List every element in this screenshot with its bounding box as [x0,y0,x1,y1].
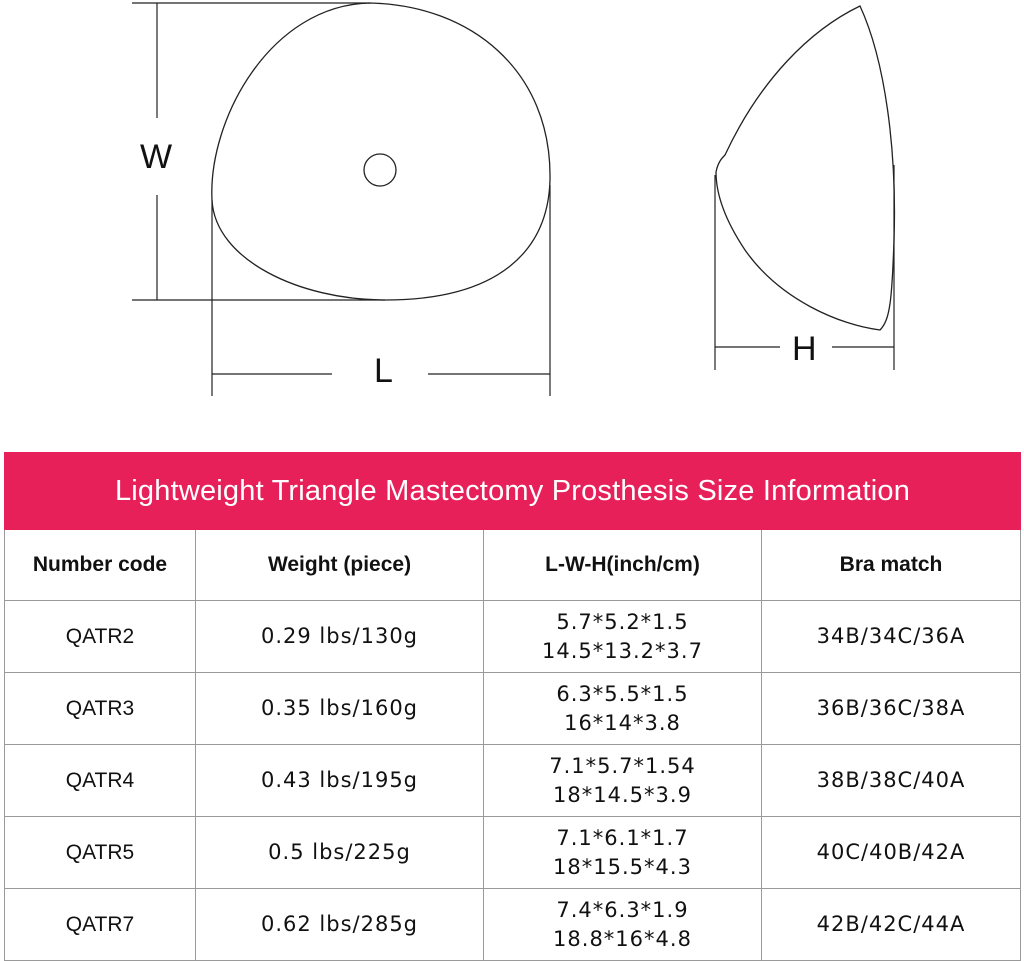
cell-bra-match: 36B/36C/38A [760,672,1022,745]
table-row: QATR7 0.62 lbs/285g 7.4*6.3*1.9 18.8*16*… [4,888,1022,961]
cell-dimensions: 7.1*5.7*1.54 18*14.5*3.9 [483,744,762,817]
height-dimension [714,165,895,370]
cell-bra-match: 34B/34C/36A [760,600,1022,673]
cell-weight: 0.43 lbs/195g [195,744,484,817]
length-label: L [374,352,393,390]
cell-bra-match: 42B/42C/44A [760,888,1022,961]
cell-dimensions: 6.3*5.5*1.5 16*14*3.8 [483,672,762,745]
prosthesis-diagram: W L H [132,2,896,396]
nipple-marker [363,153,397,187]
table-row: QATR2 0.29 lbs/130g 5.7*5.2*1.5 14.5*13.… [4,600,1022,673]
table-title: Lightweight Triangle Mastectomy Prosthes… [3,452,1022,530]
size-table: Lightweight Triangle Mastectomy Prosthes… [3,452,1022,961]
dimension-cm: 16*14*3.8 [564,710,681,735]
height-label: H [792,330,817,368]
cell-code: QATR4 [4,744,196,817]
cell-code: QATR7 [4,888,196,961]
header-number-code: Number code [4,529,196,601]
dimension-cm: 18.8*16*4.8 [553,926,692,951]
side-view-outline [715,5,896,331]
dimension-inch: 6.3*5.5*1.5 [556,681,689,706]
dimension-inch: 7.1*5.7*1.54 [549,753,696,778]
cell-code: QATR5 [4,816,196,889]
cell-dimensions: 7.4*6.3*1.9 18.8*16*4.8 [483,888,762,961]
cell-code: QATR3 [4,672,196,745]
cell-bra-match: 40C/40B/42A [760,816,1022,889]
cell-dimensions: 7.1*6.1*1.7 18*15.5*4.3 [483,816,762,889]
header-weight: Weight (piece) [195,529,484,601]
dimension-cm: 14.5*13.2*3.7 [542,638,703,663]
width-label: W [140,138,172,176]
dimension-inch: 7.1*6.1*1.7 [556,825,689,850]
header-dimensions: L-W-H(inch/cm) [483,529,762,601]
cell-code: QATR2 [4,600,196,673]
cell-weight: 0.35 lbs/160g [195,672,484,745]
table-row: QATR3 0.35 lbs/160g 6.3*5.5*1.5 16*14*3.… [4,672,1022,745]
cell-weight: 0.5 lbs/225g [195,816,484,889]
size-table-container: Lightweight Triangle Mastectomy Prosthes… [3,452,1022,961]
table-row: QATR4 0.43 lbs/195g 7.1*5.7*1.54 18*14.5… [4,744,1022,817]
dimension-cm: 18*15.5*4.3 [553,854,692,879]
header-bra-match: Bra match [760,529,1022,601]
front-view-outline [211,2,551,301]
dimension-inch: 7.4*6.3*1.9 [556,897,689,922]
cell-bra-match: 38B/38C/40A [760,744,1022,817]
length-dimension [211,185,551,396]
dimension-cm: 18*14.5*3.9 [553,782,692,807]
cell-dimensions: 5.7*5.2*1.5 14.5*13.2*3.7 [483,600,762,673]
cell-weight: 0.29 lbs/130g [195,600,484,673]
cell-weight: 0.62 lbs/285g [195,888,484,961]
table-row: QATR5 0.5 lbs/225g 7.1*6.1*1.7 18*15.5*4… [4,816,1022,889]
dimension-inch: 5.7*5.2*1.5 [556,609,689,634]
width-dimension [132,2,385,301]
